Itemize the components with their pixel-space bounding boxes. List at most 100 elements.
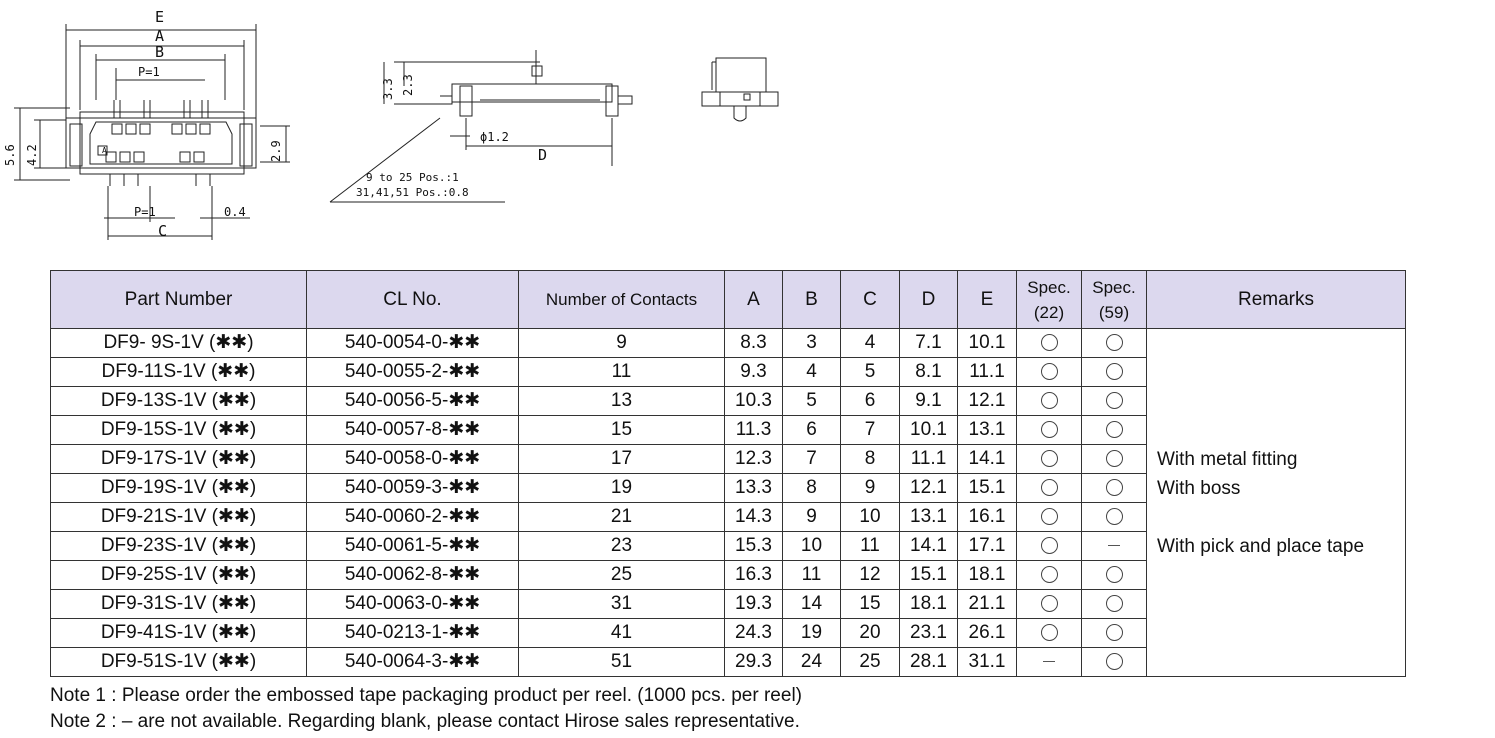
- cl-no-cell: 540-0213-1-✱✱: [306, 618, 519, 648]
- dim-a-cell: 9.3: [724, 357, 783, 387]
- dim-a-cell: 16.3: [724, 560, 783, 590]
- dim-e-cell: 11.1: [957, 357, 1017, 387]
- dim-c-cell: 12: [840, 560, 900, 590]
- available-circle-icon: [1105, 624, 1123, 642]
- dim-c-cell: 7: [840, 415, 900, 445]
- dim-b-label: B: [155, 43, 164, 61]
- dim-a-cell: 13.3: [724, 473, 783, 503]
- unavailable-dash-icon: [1043, 661, 1055, 663]
- pin-a-marker: A: [102, 146, 107, 155]
- cl-no-cell: 540-0060-2-✱✱: [306, 502, 519, 532]
- available-circle-icon: [1105, 392, 1123, 410]
- spec-59-cell: [1081, 444, 1147, 474]
- dim-b-cell: 6: [782, 415, 841, 445]
- front-view: [14, 24, 290, 240]
- spec-59-cell: [1081, 618, 1147, 648]
- spec-22-cell: [1016, 531, 1082, 561]
- spec-22-cell: [1016, 328, 1082, 358]
- dim-c-cell: 9: [840, 473, 900, 503]
- connector-drawing-svg: E A B P=1 P=1 C 0.4 A 5.6 4.2 2.9: [3, 8, 779, 240]
- dim-04-label: 0.4: [224, 205, 246, 219]
- contacts-cell: 17: [518, 444, 725, 474]
- header-a: A: [724, 270, 783, 329]
- spec-59-cell: [1081, 415, 1147, 445]
- available-circle-icon: [1105, 363, 1123, 381]
- remark-line: With metal fitting: [1157, 448, 1298, 470]
- dim-a-cell: 12.3: [724, 444, 783, 474]
- cl-no-cell: 540-0055-2-✱✱: [306, 357, 519, 387]
- part-number-cell: DF9-15S-1V (✱✱): [50, 415, 307, 445]
- spec-59-cell: [1081, 473, 1147, 503]
- dim-d-cell: 12.1: [899, 473, 958, 503]
- dim-a-cell: 19.3: [724, 589, 783, 619]
- header-d: D: [899, 270, 958, 329]
- dim-c-cell: 10: [840, 502, 900, 532]
- spec-59-cell: [1081, 647, 1147, 677]
- cl-no-cell: 540-0063-0-✱✱: [306, 589, 519, 619]
- dim-e-cell: 21.1: [957, 589, 1017, 619]
- dim-e-cell: 15.1: [957, 473, 1017, 503]
- dim-a-cell: 29.3: [724, 647, 783, 677]
- contacts-cell: 19: [518, 473, 725, 503]
- notes-block: Note 1 : Please order the embossed tape …: [50, 683, 802, 735]
- header-c: C: [840, 270, 900, 329]
- available-circle-icon: [1040, 479, 1058, 497]
- dim-e-label: E: [155, 8, 164, 26]
- spec-59-cell: [1081, 386, 1147, 416]
- dim-b-cell: 14: [782, 589, 841, 619]
- dim-e-cell: 14.1: [957, 444, 1017, 474]
- available-circle-icon: [1040, 421, 1058, 439]
- contacts-cell: 41: [518, 618, 725, 648]
- dim-b-cell: 24: [782, 647, 841, 677]
- spec-22-cell: [1016, 589, 1082, 619]
- spec-22-cell: [1016, 560, 1082, 590]
- available-circle-icon: [1105, 334, 1123, 352]
- cl-no-cell: 540-0064-3-✱✱: [306, 647, 519, 677]
- dim-d-cell: 23.1: [899, 618, 958, 648]
- dim-e-cell: 13.1: [957, 415, 1017, 445]
- part-number-cell: DF9-19S-1V (✱✱): [50, 473, 307, 503]
- header-b: B: [782, 270, 841, 329]
- dim-pitch-bottom-label: P=1: [134, 205, 156, 219]
- available-circle-icon: [1040, 566, 1058, 584]
- dim-c-cell: 15: [840, 589, 900, 619]
- remark-line: With pick and place tape: [1157, 535, 1365, 557]
- contacts-cell: 13: [518, 386, 725, 416]
- dim-d-cell: 8.1: [899, 357, 958, 387]
- dim-phi-label: ϕ1.2: [480, 130, 509, 144]
- header-part-number: Part Number: [50, 270, 307, 329]
- header-e: E: [957, 270, 1017, 329]
- available-circle-icon: [1105, 566, 1123, 584]
- dim-a-cell: 11.3: [724, 415, 783, 445]
- dim-c-cell: 25: [840, 647, 900, 677]
- dim-e-cell: 17.1: [957, 531, 1017, 561]
- available-circle-icon: [1105, 479, 1123, 497]
- available-circle-icon: [1105, 653, 1123, 671]
- dimension-drawings: E A B P=1 P=1 C 0.4 A 5.6 4.2 2.9: [0, 0, 820, 260]
- dim-c-label: C: [158, 222, 167, 240]
- spec-22-cell: [1016, 386, 1082, 416]
- dim-pitch-top-label: P=1: [138, 65, 160, 79]
- header-number-of-contacts: Number of Contacts: [518, 270, 725, 329]
- dim-b-cell: 3: [782, 328, 841, 358]
- spec-22-cell: [1016, 502, 1082, 532]
- spec-59-cell: [1081, 589, 1147, 619]
- header-remarks: Remarks: [1146, 270, 1406, 329]
- dim-56-label: 5.6: [3, 144, 17, 166]
- dim-33-label: 3.3: [381, 78, 395, 100]
- contacts-cell: 25: [518, 560, 725, 590]
- cl-no-cell: 540-0059-3-✱✱: [306, 473, 519, 503]
- dim-b-cell: 10: [782, 531, 841, 561]
- header-spec-22: Spec. (22): [1016, 270, 1082, 329]
- dim-a-label: A: [155, 27, 164, 45]
- available-circle-icon: [1040, 334, 1058, 352]
- spec-22-cell: [1016, 415, 1082, 445]
- note-2: Note 2 : – are not available. Regarding …: [50, 711, 800, 732]
- available-circle-icon: [1105, 450, 1123, 468]
